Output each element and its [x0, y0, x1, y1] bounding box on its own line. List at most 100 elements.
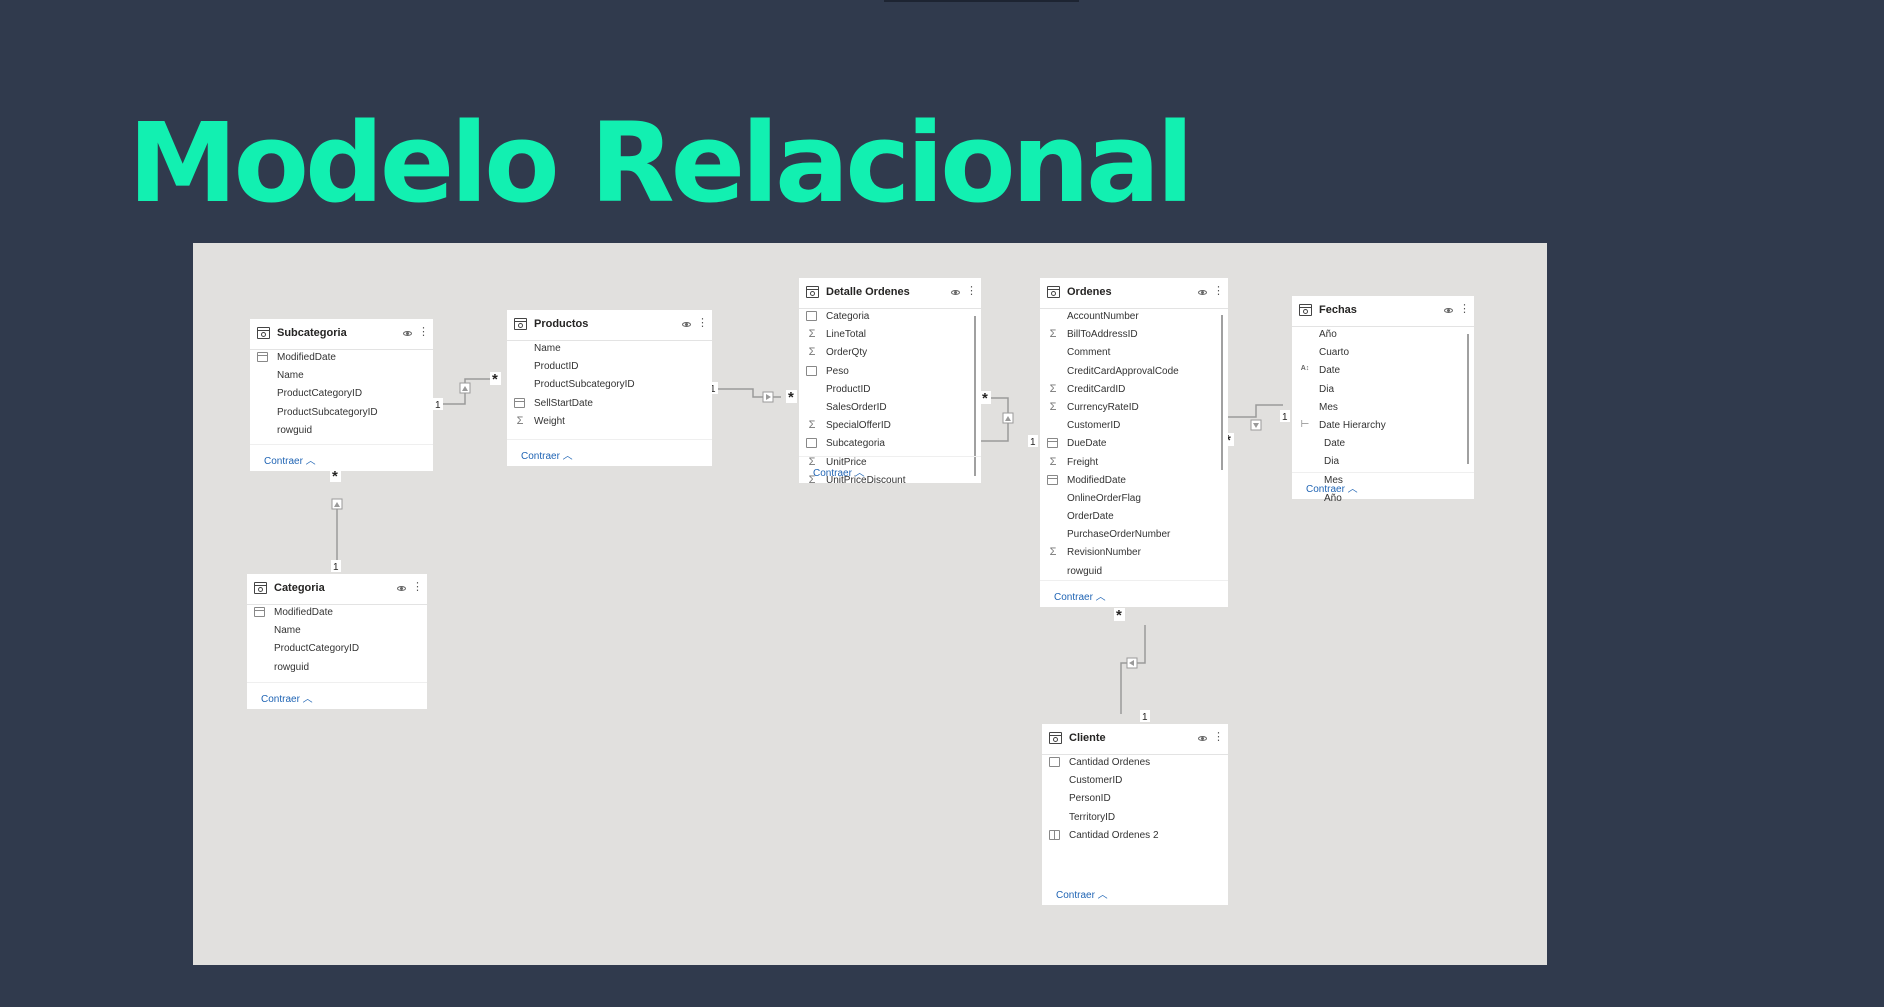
- collapse-link[interactable]: Contraer ︿: [264, 456, 316, 467]
- field-row[interactable]: ProductID: [507, 358, 712, 376]
- table-header[interactable]: Cliente ⋮: [1042, 724, 1228, 755]
- more-options-icon[interactable]: ⋮: [1213, 731, 1224, 743]
- field-row[interactable]: OnlineOrderFlag: [1040, 490, 1228, 508]
- field-row[interactable]: CreditCardApprovalCode: [1040, 363, 1228, 381]
- rel-line-cliente-ordenes[interactable]: [1120, 625, 1146, 714]
- more-options-icon[interactable]: ⋮: [697, 317, 708, 329]
- field-label: Año: [1324, 492, 1342, 504]
- field-row[interactable]: Name: [507, 340, 712, 358]
- field-row[interactable]: CustomerID: [1040, 417, 1228, 435]
- field-row[interactable]: SalesOrderID: [799, 399, 981, 417]
- field-row[interactable]: ModifiedDate: [247, 604, 427, 622]
- more-options-icon[interactable]: ⋮: [412, 581, 423, 593]
- field-row[interactable]: Categoria: [799, 308, 981, 326]
- field-row[interactable]: Peso: [799, 363, 981, 381]
- field-scrollbar[interactable]: [1221, 315, 1223, 470]
- field-row[interactable]: A↕Date: [1292, 362, 1474, 380]
- eye-icon[interactable]: [682, 322, 691, 327]
- field-row[interactable]: TerritoryID: [1042, 809, 1228, 827]
- table-header[interactable]: Detalle Ordenes ⋮: [799, 278, 981, 309]
- field-label: Año: [1319, 329, 1337, 340]
- field-row[interactable]: ProductCategoryID: [250, 385, 433, 403]
- field-row[interactable]: Cuarto: [1292, 344, 1474, 362]
- field-row[interactable]: rowguid: [250, 422, 433, 440]
- field-row[interactable]: Comment: [1040, 344, 1228, 362]
- rel-line-fechas-ordenes[interactable]: [1228, 404, 1283, 418]
- field-row[interactable]: Dia: [1292, 453, 1474, 471]
- field-row[interactable]: ProductSubcategoryID: [250, 404, 433, 422]
- field-row[interactable]: ProductSubcategoryID: [507, 376, 712, 394]
- table-header[interactable]: Categoria ⋮: [247, 574, 427, 605]
- field-row[interactable]: Mes: [1292, 399, 1474, 417]
- field-row[interactable]: SellStartDate: [507, 395, 712, 413]
- field-row[interactable]: Año: [1292, 490, 1474, 508]
- field-row[interactable]: ProductID: [799, 381, 981, 399]
- field-row[interactable]: CustomerID: [1042, 772, 1228, 790]
- table-header[interactable]: Fechas ⋮: [1292, 296, 1474, 327]
- eye-icon[interactable]: [397, 586, 406, 591]
- field-row[interactable]: PersonID: [1042, 790, 1228, 808]
- eye-icon[interactable]: [1444, 308, 1453, 313]
- field-row[interactable]: ModifiedDate: [250, 349, 433, 367]
- eye-icon[interactable]: [1198, 290, 1207, 295]
- field-row[interactable]: Mes: [1292, 472, 1474, 490]
- field-label: SellStartDate: [534, 397, 593, 409]
- field-row[interactable]: Subcategoria: [799, 435, 981, 453]
- field-row[interactable]: ProductCategoryID: [247, 640, 427, 658]
- collapse-link[interactable]: Contraer ︿: [521, 451, 573, 462]
- collapse-link[interactable]: Contraer ︿: [261, 694, 313, 705]
- field-scrollbar[interactable]: [974, 316, 976, 476]
- field-row[interactable]: Año: [1292, 326, 1474, 344]
- field-row[interactable]: rowguid: [247, 659, 427, 677]
- field-row[interactable]: AccountNumber: [1040, 308, 1228, 326]
- collapse-link[interactable]: Contraer ︿: [1306, 484, 1358, 495]
- more-options-icon[interactable]: ⋮: [418, 326, 429, 338]
- field-row[interactable]: DueDate: [1040, 435, 1228, 453]
- field-row[interactable]: Cantidad Ordenes: [1042, 754, 1228, 772]
- table-header[interactable]: Subcategoria ⋮: [250, 319, 433, 350]
- eye-icon[interactable]: [951, 290, 960, 295]
- more-options-icon[interactable]: ⋮: [1459, 303, 1470, 315]
- field-row[interactable]: ModifiedDate: [1040, 472, 1228, 490]
- field-row[interactable]: Dia: [1292, 381, 1474, 399]
- field-row[interactable]: Date: [1292, 435, 1474, 453]
- more-options-icon[interactable]: ⋮: [966, 285, 977, 297]
- collapse-link[interactable]: Contraer ︿: [813, 468, 865, 479]
- sigma-icon: Σ: [808, 346, 816, 359]
- collapse-link[interactable]: Contraer ︿: [1054, 592, 1106, 603]
- more-options-icon[interactable]: ⋮: [1213, 285, 1224, 297]
- field-scrollbar[interactable]: [1467, 334, 1469, 464]
- field-row[interactable]: Name: [250, 367, 433, 385]
- collapse-link[interactable]: Contraer ︿: [1056, 890, 1108, 901]
- table-header[interactable]: Ordenes ⋮: [1040, 278, 1228, 309]
- eye-icon[interactable]: [1198, 736, 1207, 741]
- field-row[interactable]: rowguid: [1040, 563, 1228, 581]
- field-row[interactable]: ⊢Date Hierarchy: [1292, 417, 1474, 435]
- table-header[interactable]: Productos ⋮: [507, 310, 712, 341]
- eye-icon[interactable]: [403, 331, 412, 336]
- field-row[interactable]: Name: [247, 622, 427, 640]
- field-label: ProductSubcategoryID: [277, 406, 378, 418]
- field-row[interactable]: PurchaseOrderNumber: [1040, 526, 1228, 544]
- field-label: Date: [1324, 438, 1346, 450]
- field-row[interactable]: OrderDate: [1040, 508, 1228, 526]
- field-row[interactable]: Cantidad Ordenes 2: [1042, 827, 1228, 845]
